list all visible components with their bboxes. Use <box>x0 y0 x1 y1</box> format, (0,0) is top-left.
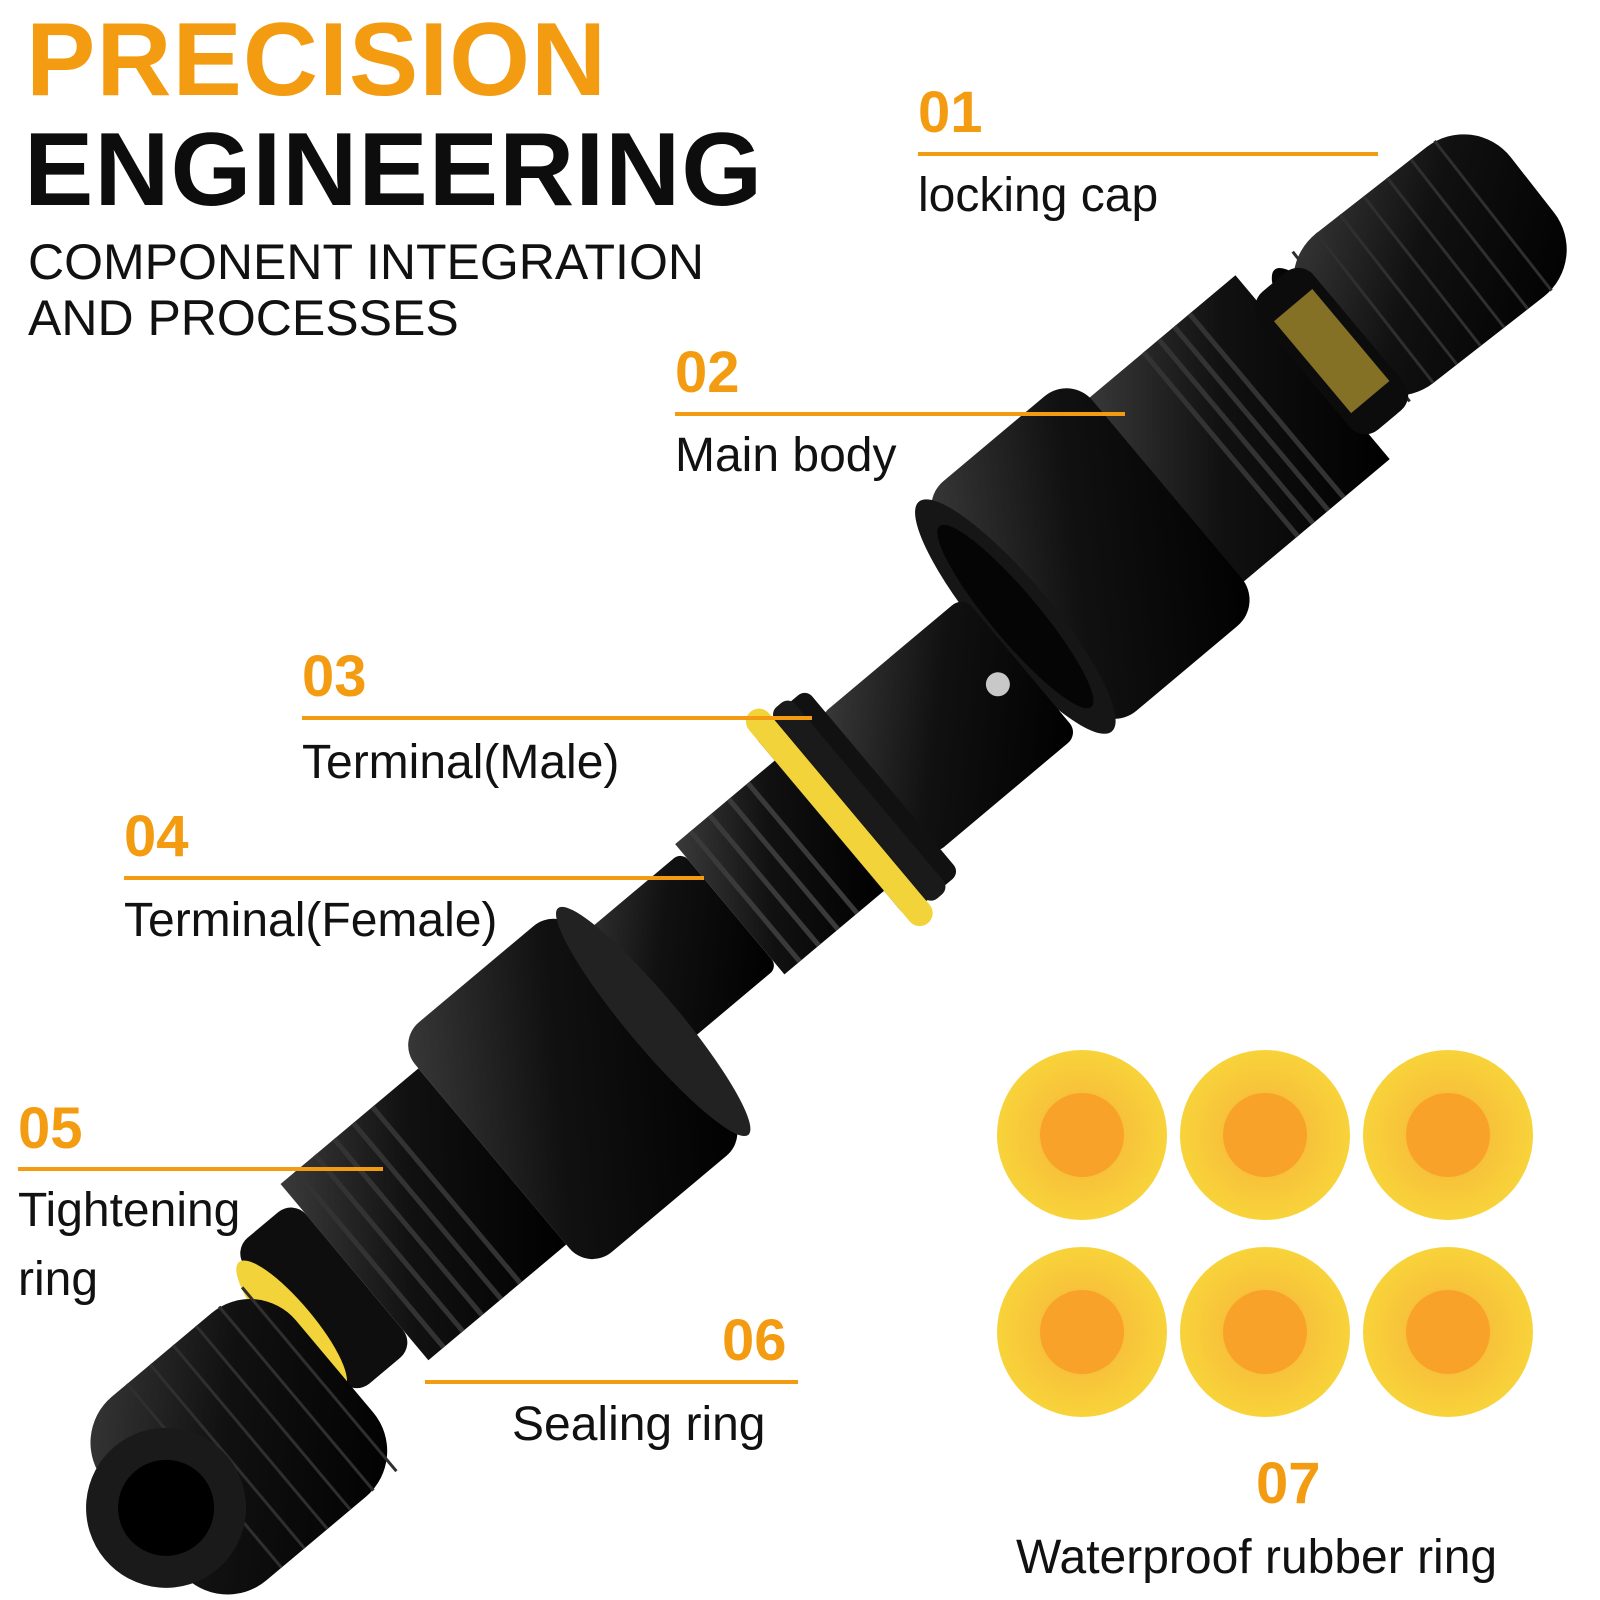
part-07-number: 07 <box>1256 1451 1321 1516</box>
part-05-leader-line <box>18 1167 383 1171</box>
main-body-part <box>915 267 1409 734</box>
rubber-ring <box>997 1247 1167 1417</box>
part-01-number: 01 <box>918 80 983 145</box>
part-03-label: Terminal(Male) <box>302 736 620 789</box>
rubber-ring <box>997 1050 1167 1220</box>
part-05-label-line-1: Tightening <box>18 1184 241 1237</box>
rubber-ring <box>1180 1050 1350 1220</box>
subtitle-line-1: COMPONENT INTEGRATION <box>28 234 704 290</box>
part-04-label: Terminal(Female) <box>124 894 498 947</box>
part-04-number: 04 <box>124 804 189 869</box>
part-05-number: 05 <box>18 1096 83 1161</box>
subtitle: COMPONENT INTEGRATION AND PROCESSES <box>28 234 704 346</box>
rubber-ring <box>1363 1050 1533 1220</box>
rubber-ring <box>1180 1247 1350 1417</box>
part-01-label: locking cap <box>918 169 1159 222</box>
part-05-label-line-2: ring <box>18 1253 99 1307</box>
title-engineering: ENGINEERING <box>24 112 764 228</box>
part-04-leader-line <box>124 876 704 880</box>
part-03-leader-line <box>302 716 812 720</box>
part-05-label: Tightening ring <box>18 1183 240 1307</box>
subtitle-line-2: AND PROCESSES <box>28 290 459 346</box>
part-06-number: 06 <box>722 1308 787 1373</box>
part-02-leader-line <box>675 412 1125 416</box>
rubber-rings-group <box>997 1050 1533 1417</box>
part-07-label: Waterproof rubber ring <box>1016 1531 1498 1584</box>
part-06-leader-line <box>425 1380 798 1384</box>
part-03-number: 03 <box>302 644 367 709</box>
sealing-nut-part <box>86 1286 398 1595</box>
part-01-leader-line <box>918 152 1378 156</box>
rubber-ring <box>1363 1247 1533 1417</box>
part-02-label: Main body <box>675 429 897 482</box>
part-02-number: 02 <box>675 340 740 405</box>
part-06-label: Sealing ring <box>512 1398 766 1451</box>
tightening-ring-part <box>236 906 751 1390</box>
title-precision: PRECISION <box>26 2 608 118</box>
